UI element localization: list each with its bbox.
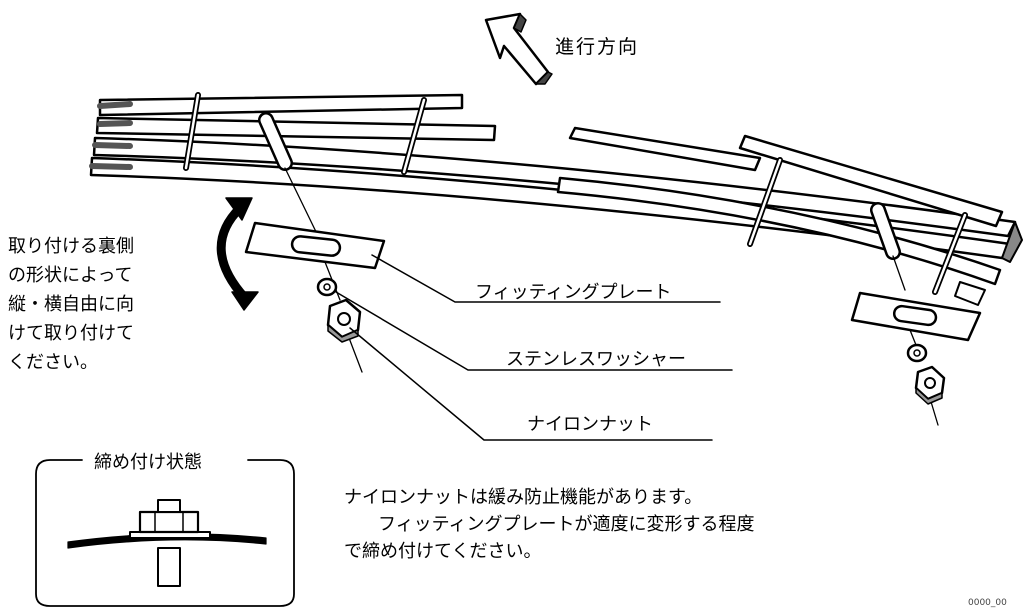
inset-box — [35, 459, 295, 607]
fitting-plate-left — [244, 221, 386, 270]
rotation-arrow-icon — [216, 197, 259, 311]
bolt-left — [258, 112, 293, 171]
nylon-nut-right — [914, 365, 946, 405]
direction-arrow-icon — [484, 12, 553, 86]
nylon-nut-label: ナイロンナット — [527, 414, 653, 435]
fitting-plate-label: フィッティングプレート — [475, 282, 672, 303]
rotation-note-line: の形状によって — [8, 265, 133, 286]
nylon-nut-left — [326, 298, 362, 343]
rotation-note-line: けて取り付けて — [8, 323, 134, 344]
tightening-note-line: フィッティングプレートが適度に変形する程度 — [378, 514, 755, 535]
tightening-note: ナイロンナットは緩み防止機能があります。 フィッティングプレートが適度に変形する… — [344, 484, 864, 565]
inset-tightened-assembly — [67, 499, 267, 587]
washer-label: ステンレスワッシャー — [506, 349, 686, 370]
rotation-note: 取り付ける裏側 の形状によって 縦・横自由に向 けて取り付けて ください。 — [8, 232, 178, 377]
washer-right — [906, 343, 928, 363]
rotation-note-line: 縦・横自由に向 — [8, 294, 134, 315]
rotation-note-line: 取り付ける裏側 — [8, 236, 134, 257]
tightening-note-line: ナイロンナットは緩み防止機能があります。 — [344, 487, 703, 508]
rotation-note-line: ください。 — [8, 352, 98, 373]
right-leaf-spring — [556, 126, 1023, 306]
clamp-straps-inner — [184, 93, 967, 294]
direction-label: 進行方向 — [555, 36, 640, 58]
washer-left — [316, 277, 338, 297]
tightening-note-line: で締め付けてください。 — [344, 541, 542, 562]
leader-lines — [335, 254, 733, 441]
inset-title: 締め付け状態 — [88, 448, 208, 474]
figure-code: 0000_00 — [968, 598, 1007, 608]
fitting-plate-right — [850, 291, 982, 342]
bolt-right — [870, 202, 901, 260]
